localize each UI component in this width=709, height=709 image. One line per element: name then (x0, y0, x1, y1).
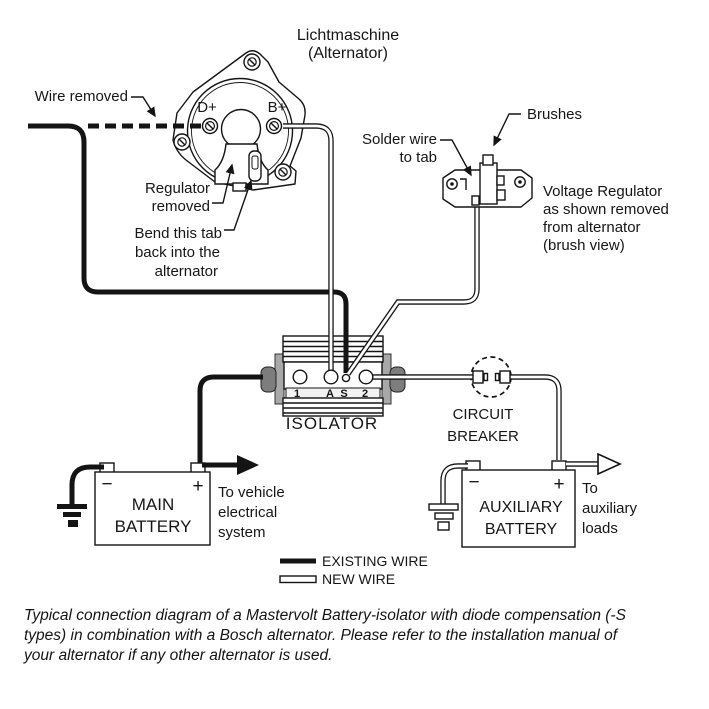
circuit-breaker-label-1: CIRCUIT (453, 406, 514, 423)
terminal-label-2: 2 (362, 388, 368, 400)
solder-tab (471, 195, 480, 206)
isolator-terminal-1 (292, 369, 308, 385)
regulator-removed-label-1: Regulator (145, 180, 210, 197)
aux-battery-plus: + (553, 474, 564, 495)
voltage-regulator-drawing (442, 154, 533, 208)
main-battery-name-1: MAIN (132, 495, 175, 514)
to-vehicle-label-3: system (218, 524, 266, 541)
bolt-bottom-right-icon (274, 163, 292, 181)
brushes-leader (493, 113, 521, 147)
bend-tab-inner (251, 155, 259, 170)
legend-new-wire-swatch (279, 575, 317, 584)
isolator-label: ISOLATOR (286, 414, 378, 433)
aux-loads-arrow-icon (597, 452, 622, 476)
title-line-1: Lichtmaschine (297, 27, 399, 44)
bolt-top-icon (243, 53, 261, 71)
wire-removed-label: Wire removed (35, 88, 128, 105)
main-ground-icon (57, 504, 87, 527)
aux-battery-name-2: BATTERY (485, 521, 558, 538)
regulator-removed-leader (212, 163, 235, 204)
main-battery-box (94, 471, 211, 546)
title-line-2: (Alternator) (308, 45, 388, 62)
circuit-breaker-label-2: BREAKER (447, 428, 519, 445)
bend-tab-label-1: Bend this tab (134, 225, 222, 242)
callout-leaders (131, 96, 521, 231)
aux-battery-drawing (461, 460, 576, 548)
to-aux-label-2: auxiliary (582, 500, 638, 517)
existing-wire-harness-to-s (28, 123, 349, 373)
aux-battery-box (461, 469, 576, 548)
aux-battery-name-1: AUXILIARY (479, 499, 563, 516)
aux-ground-icon (428, 503, 459, 531)
rotor-center-circle (220, 108, 262, 150)
legend-new-label: NEW WIRE (322, 571, 395, 587)
alternator-drawing (172, 50, 306, 192)
bend-tab-leader (224, 179, 253, 231)
diagram-labels: Lichtmaschine (Alternator) Wire removed … (35, 27, 669, 541)
vreg-label-1: Voltage Regulator (543, 183, 662, 200)
brush-holder (479, 162, 498, 205)
caption-line-1: Typical connection diagram of a Mastervo… (24, 607, 626, 624)
regulator-slot (460, 178, 467, 190)
terminal-label-a: A (326, 388, 334, 400)
brush-shape (482, 154, 494, 166)
new-wire-breaker-to-aux (507, 375, 561, 460)
to-vehicle-label-2: electrical (218, 504, 277, 521)
caption: Typical connection diagram of a Mastervo… (24, 606, 696, 666)
existing-wire-neg-to-ground (69, 464, 104, 504)
to-vehicle-label-1: To vehicle (218, 484, 285, 501)
vehicle-feed-arrow-icon (237, 455, 259, 475)
existing-wires (28, 123, 349, 527)
breaker-terminal-right (499, 370, 511, 384)
new-wire-regulator-to-s (346, 205, 479, 375)
caption-line-3: your alternator if any other alternator … (24, 647, 333, 664)
bend-tab-label-3: alternator (155, 263, 218, 280)
regulator-tab-upper (496, 175, 505, 186)
bend-tab-label-2: back into the (135, 244, 220, 261)
vreg-label-3: from alternator (543, 219, 641, 236)
brushes-label: Brushes (527, 106, 582, 123)
main-battery-plus: + (192, 476, 203, 497)
casing-notch (232, 182, 247, 192)
d-plus-terminal (201, 117, 219, 135)
bolt-left-icon (173, 133, 191, 151)
isolator-terminals: 1 A S 2 (292, 369, 374, 400)
legend: EXISTING WIRE NEW WIRE (279, 553, 428, 587)
terminal-label-1: 1 (294, 388, 300, 400)
b-plus-terminal (265, 117, 283, 135)
new-wire-bplus-to-a (283, 124, 333, 372)
vreg-label-2: as shown removed (543, 201, 669, 218)
d-plus-label: D+ (197, 99, 217, 116)
legend-existing-label: EXISTING WIRE (322, 553, 428, 569)
main-battery-name-2: BATTERY (115, 517, 192, 536)
to-aux-label-3: loads (582, 520, 618, 537)
caption-line-2: types) in combination with a Bosch alter… (24, 627, 618, 644)
wire-removed-leader (131, 96, 156, 118)
existing-wire-isolator1-to-battery (197, 374, 263, 463)
alternator-terminals: D+ B+ (197, 99, 287, 135)
isolator-terminal-a (323, 369, 339, 385)
to-aux-label-1: To (582, 480, 598, 497)
new-wires (283, 123, 622, 531)
solder-wire-leader (440, 139, 472, 177)
b-plus-label: B+ (268, 99, 287, 116)
main-battery-drawing (94, 462, 211, 546)
terminal-label-s: S (340, 388, 347, 400)
isolator-terminal-s (341, 373, 351, 383)
main-battery-minus: − (101, 474, 112, 495)
new-wire-aux-neg-to-ground (441, 464, 468, 504)
vreg-label-4: (brush view) (543, 237, 625, 254)
breaker-terminal-left (472, 370, 484, 384)
circuit-breaker-terminals (472, 370, 511, 384)
regulator-tab-lower (496, 189, 506, 201)
regulator-removed-label-2: removed (152, 198, 210, 215)
aux-battery-minus: − (468, 472, 479, 493)
isolator-terminal-2 (358, 369, 374, 385)
isolator-endcap-left (260, 366, 277, 393)
solder-wire-label-1: Solder wire (362, 131, 437, 148)
solder-wire-label-2: to tab (399, 149, 437, 166)
